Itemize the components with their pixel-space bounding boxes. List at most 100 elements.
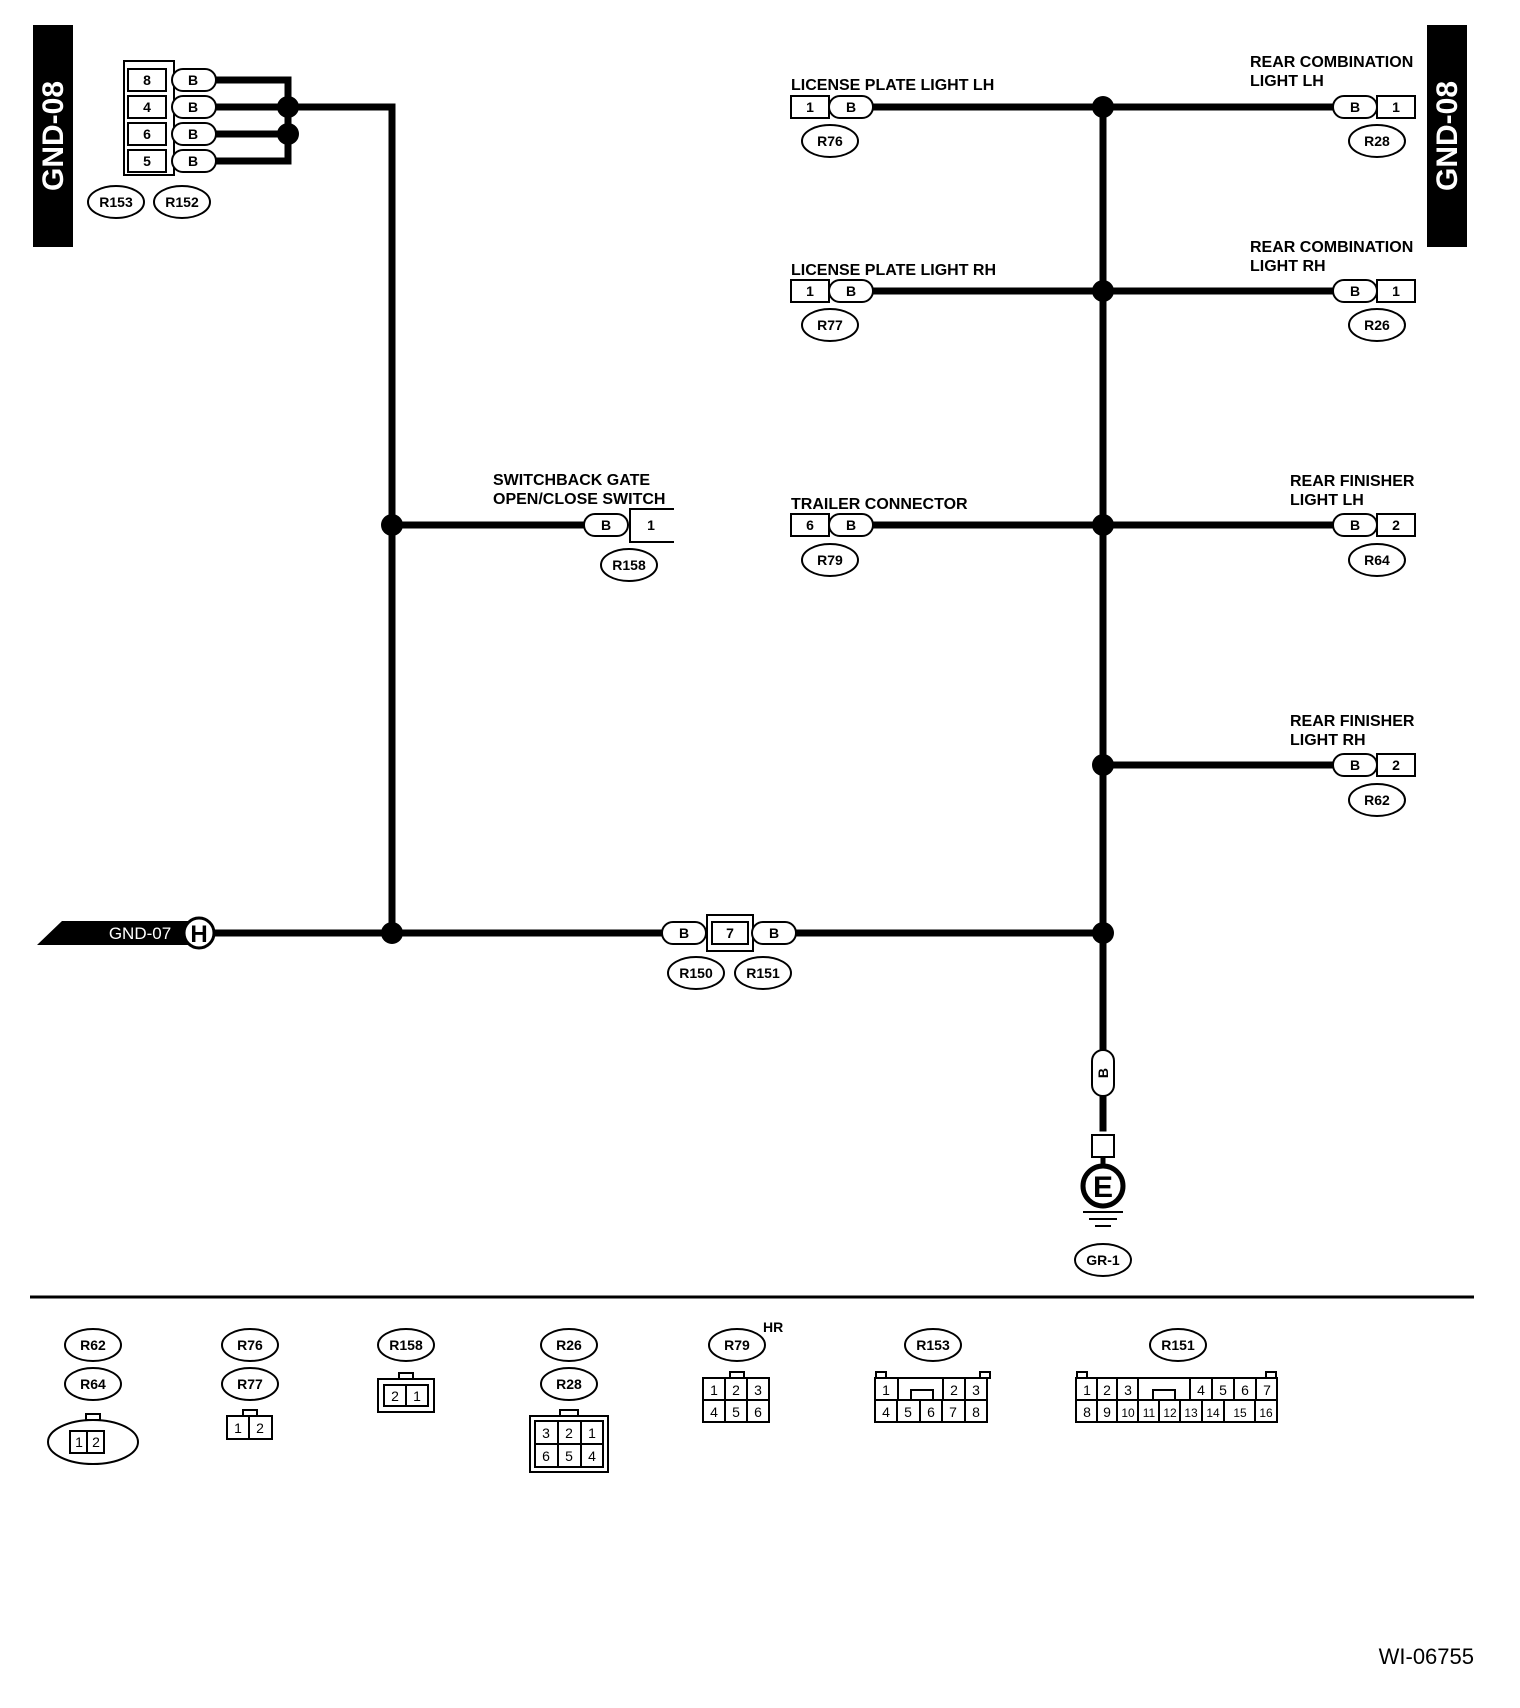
svg-text:OPEN/CLOSE SWITCH: OPEN/CLOSE SWITCH — [493, 491, 665, 508]
svg-text:1: 1 — [1083, 1382, 1091, 1398]
connector-id: R153 — [99, 194, 133, 210]
svg-text:B: B — [769, 925, 779, 941]
svg-text:REAR COMBINATION: REAR COMBINATION — [1250, 54, 1413, 71]
connector-id: R77 — [237, 1376, 263, 1392]
h-marker: H — [190, 921, 207, 948]
svg-text:7: 7 — [1263, 1382, 1271, 1398]
svg-text:LIGHT RH: LIGHT RH — [1290, 732, 1366, 749]
figure-id: WI-06755 — [1379, 1644, 1474, 1669]
svg-text:10: 10 — [1121, 1406, 1135, 1420]
svg-text:11: 11 — [1143, 1406, 1156, 1420]
svg-text:1: 1 — [1392, 283, 1400, 299]
connector-id: R158 — [612, 557, 646, 573]
svg-text:7: 7 — [949, 1404, 957, 1420]
tab-right: GND-08 — [1427, 25, 1467, 247]
svg-text:8: 8 — [1083, 1404, 1091, 1420]
legend-r151: R151 1 2 3 4 5 6 7 8 9 10 11 12 13 — [1075, 1328, 1278, 1423]
junction-dot — [277, 96, 299, 118]
svg-text:6: 6 — [754, 1404, 762, 1420]
svg-text:1: 1 — [806, 99, 814, 115]
svg-text:REAR FINISHER: REAR FINISHER — [1290, 473, 1415, 490]
svg-text:B: B — [846, 517, 856, 533]
svg-text:9: 9 — [1103, 1404, 1111, 1420]
svg-text:3: 3 — [972, 1382, 980, 1398]
svg-text:2: 2 — [391, 1388, 399, 1404]
legend-r62-r64: R62 R64 1 2 — [47, 1328, 139, 1465]
tab-left-label: GND-08 — [37, 81, 70, 191]
connector-id: R64 — [1364, 552, 1390, 568]
svg-text:2: 2 — [92, 1434, 100, 1450]
svg-text:1: 1 — [234, 1420, 242, 1436]
svg-text:REAR FINISHER: REAR FINISHER — [1290, 713, 1415, 730]
ground-gr-1: B E GR-1 — [1074, 1049, 1132, 1277]
connector-id: R150 — [679, 965, 713, 981]
connector-id: R28 — [1364, 133, 1390, 149]
legend-r158: R158 2 1 — [377, 1328, 435, 1413]
svg-text:B: B — [1095, 1068, 1111, 1078]
connector-id: R26 — [1364, 317, 1390, 333]
svg-text:SWITCHBACK GATE: SWITCHBACK GATE — [493, 472, 650, 489]
svg-text:B: B — [601, 517, 611, 533]
svg-text:16: 16 — [1259, 1406, 1273, 1420]
svg-text:4: 4 — [588, 1448, 596, 1464]
svg-text:B: B — [846, 99, 856, 115]
legend-r153: R153 1 2 3 4 5 6 7 8 — [874, 1328, 991, 1423]
connector-id: R62 — [1364, 792, 1390, 808]
switchback-gate-switch: SWITCHBACK GATE OPEN/CLOSE SWITCH B 1 R1… — [493, 472, 674, 582]
junction-dot — [1092, 96, 1114, 118]
license-plate-light-rh: LICENSE PLATE LIGHT RH 1 B R77 — [790, 262, 996, 342]
connector-id: R151 — [746, 965, 780, 981]
svg-text:8: 8 — [972, 1404, 980, 1420]
gnd-07-arrow: GND-07 H — [37, 916, 216, 950]
connector-id: GR-1 — [1086, 1252, 1120, 1268]
svg-text:B: B — [1350, 757, 1360, 773]
svg-text:1: 1 — [75, 1434, 83, 1450]
svg-text:B: B — [188, 126, 198, 142]
svg-text:15: 15 — [1233, 1406, 1247, 1420]
svg-text:B: B — [188, 72, 198, 88]
svg-text:LIGHT LH: LIGHT LH — [1290, 492, 1364, 509]
svg-text:5: 5 — [904, 1404, 912, 1420]
svg-text:LICENSE PLATE LIGHT RH: LICENSE PLATE LIGHT RH — [791, 262, 996, 279]
svg-text:7: 7 — [726, 925, 734, 941]
svg-text:6: 6 — [1241, 1382, 1249, 1398]
svg-text:3: 3 — [754, 1382, 762, 1398]
svg-text:B: B — [188, 99, 198, 115]
svg-text:4: 4 — [710, 1404, 718, 1420]
junction-dot — [1092, 754, 1114, 776]
svg-text:LIGHT RH: LIGHT RH — [1250, 258, 1326, 275]
svg-text:B: B — [679, 925, 689, 941]
connector-id: R64 — [80, 1376, 106, 1392]
svg-text:6: 6 — [542, 1448, 550, 1464]
svg-text:2: 2 — [950, 1382, 958, 1398]
connector-id: R152 — [165, 194, 199, 210]
svg-text:2: 2 — [256, 1420, 264, 1436]
svg-text:HR: HR — [763, 1319, 783, 1335]
connector-id: R151 — [1161, 1337, 1195, 1353]
svg-text:2: 2 — [732, 1382, 740, 1398]
junction-dot — [277, 123, 299, 145]
svg-text:B: B — [188, 153, 198, 169]
svg-text:B: B — [1350, 283, 1360, 299]
legend-r26-r28: R26 R28 3 2 1 6 5 4 — [529, 1328, 609, 1473]
junction-dot — [381, 514, 403, 536]
svg-text:4: 4 — [1197, 1382, 1205, 1398]
connector-id: R158 — [389, 1337, 423, 1353]
connector-id: R79 — [817, 552, 843, 568]
svg-text:4: 4 — [143, 99, 151, 115]
legend-r76-r77: R76 R77 1 2 — [221, 1328, 279, 1440]
svg-text:1: 1 — [647, 517, 655, 533]
svg-text:2: 2 — [1103, 1382, 1111, 1398]
svg-text:B: B — [846, 283, 856, 299]
svg-text:5: 5 — [143, 153, 151, 169]
junctions — [277, 96, 1114, 944]
connector-id: R62 — [80, 1337, 106, 1353]
rear-combination-light-rh: REAR COMBINATION LIGHT RH B 1 R26 — [1250, 239, 1416, 342]
svg-text:1: 1 — [1392, 99, 1400, 115]
svg-text:5: 5 — [732, 1404, 740, 1420]
connector-id: R76 — [817, 133, 843, 149]
connector-id: R28 — [556, 1376, 582, 1392]
connector-id: R26 — [556, 1337, 582, 1353]
svg-text:4: 4 — [882, 1404, 890, 1420]
